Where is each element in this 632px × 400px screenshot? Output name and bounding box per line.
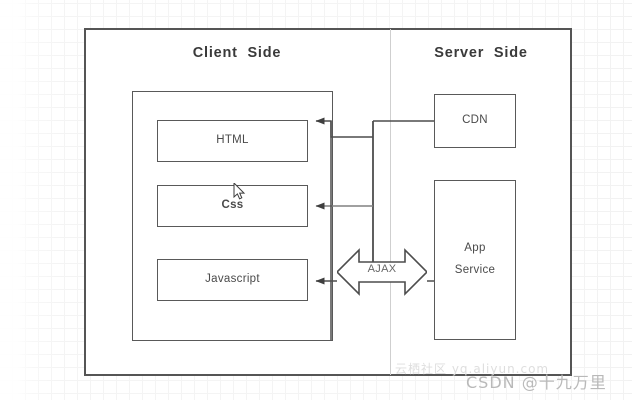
section-title-client: Client Side xyxy=(192,45,282,61)
client-box-javascript-label: Javascript xyxy=(205,273,260,286)
ajax-bidirectional-arrow xyxy=(337,248,427,296)
watermark-faint: 云栖社区 yq.aliyun.com xyxy=(395,362,550,376)
client-box-css-label: Css xyxy=(221,199,244,212)
server-box-cdn[interactable]: CDN xyxy=(434,94,516,148)
watermark-csdn: CSDN @十九万里 xyxy=(466,373,607,392)
client-box-css[interactable]: Css xyxy=(157,185,308,227)
client-box-html[interactable]: HTML xyxy=(157,120,308,162)
mouse-cursor-icon xyxy=(233,183,246,200)
client-server-divider xyxy=(390,29,392,375)
server-box-app-service[interactable]: App Service xyxy=(434,180,516,340)
client-box-html-label: HTML xyxy=(216,134,249,147)
server-box-cdn-label: CDN xyxy=(462,114,488,127)
ajax-label: AJAX xyxy=(367,263,397,275)
section-title-server: Server Side xyxy=(434,45,528,61)
server-box-app-service-label: App Service xyxy=(454,242,496,276)
client-box-javascript[interactable]: Javascript xyxy=(157,259,308,301)
